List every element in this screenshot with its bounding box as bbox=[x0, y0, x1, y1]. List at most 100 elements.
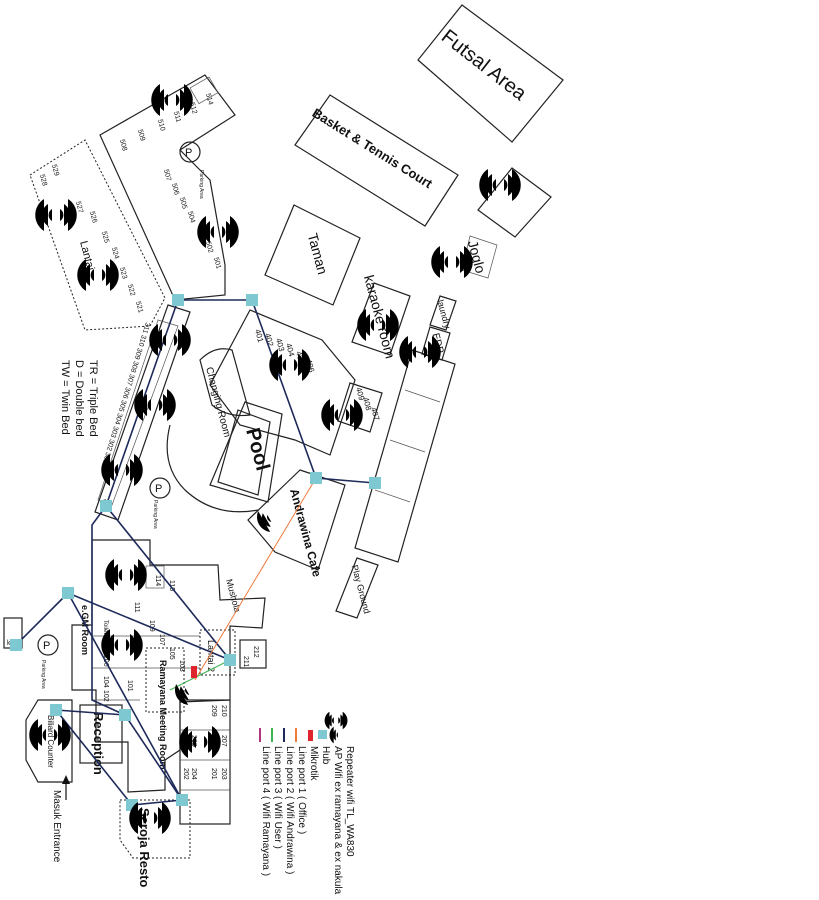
room-508: 508 bbox=[118, 139, 128, 152]
room-501: 501 bbox=[212, 257, 222, 270]
repeater-icon bbox=[179, 726, 221, 758]
room-403: 403 bbox=[274, 337, 286, 353]
hub-icon bbox=[100, 500, 112, 512]
room-526: 526 bbox=[88, 211, 98, 224]
room-510: 510 bbox=[156, 119, 166, 132]
room-522: 522 bbox=[126, 284, 136, 297]
hub-icon bbox=[246, 294, 258, 306]
block-407-409: 409 408 407 bbox=[337, 382, 383, 433]
room-521: 521 bbox=[134, 301, 144, 314]
legend-ap-label: AP Wifi ex ramayana & ex nakula bbox=[332, 746, 343, 895]
legend-hub: Hub bbox=[318, 730, 331, 765]
pool-area: Changing Room Pool bbox=[166, 348, 283, 513]
bed-legend: TW = Twin Bed D = Double bed TR = Triple… bbox=[59, 360, 99, 437]
room-111: 111 bbox=[133, 602, 140, 613]
legend-line1-label: Line port 1 ( Office ) bbox=[296, 746, 307, 834]
room-115: 115 bbox=[168, 580, 175, 591]
room-523: 523 bbox=[118, 267, 128, 280]
room-105: 105 bbox=[168, 648, 175, 660]
lantai2-label: Lantai 2 bbox=[206, 640, 216, 672]
room-103: 103 bbox=[178, 660, 185, 672]
parking-p-north: P bbox=[185, 147, 192, 159]
entrance-label: Masuk Entrance bbox=[51, 790, 62, 863]
futsal-area: Futsal Area bbox=[417, 4, 564, 143]
mushola-label: Mushola bbox=[224, 578, 242, 613]
reception-label: Reception bbox=[91, 712, 106, 775]
parking-marker-pool: P Parking Area bbox=[149, 477, 171, 529]
mikrotik-icon bbox=[308, 730, 313, 741]
block-200: Ramayana Meeting Room Lantai 2 212 211 2… bbox=[145, 629, 267, 825]
room-109: 109 bbox=[148, 620, 155, 632]
room-514: 514 bbox=[204, 93, 214, 106]
bed-legend-tr: TR = Triple Bed bbox=[87, 360, 99, 437]
room-529: 529 bbox=[50, 164, 60, 177]
parking-label-north: Parking Area bbox=[198, 170, 204, 199]
bed-legend-d: D = Double bed bbox=[73, 360, 85, 437]
room-207: 207 bbox=[220, 735, 227, 747]
room-408: 408 bbox=[361, 396, 373, 412]
toilet-label: Toilet bbox=[102, 620, 108, 634]
room-104: 104 bbox=[102, 676, 109, 688]
legend-line-port-3: Line port 3 ( Wifi User ) bbox=[271, 728, 283, 849]
repeater-icon bbox=[151, 84, 193, 116]
hub-icon bbox=[176, 794, 188, 806]
block-500-north: 514 512 511 510 509 508 507 506 505 504 … bbox=[99, 74, 236, 301]
entrance-marker[interactable]: Masuk Entrance bbox=[51, 775, 70, 863]
taman-area: Taman bbox=[264, 204, 361, 306]
parking-marker-south: P Parking Area bbox=[37, 634, 59, 689]
room-404: 404 bbox=[284, 342, 296, 358]
hub-icon bbox=[318, 730, 327, 739]
futsal-label: Futsal Area bbox=[437, 25, 531, 105]
legend-repeater-label: Repeater wifi TL_WA830 bbox=[344, 746, 355, 857]
room-507: 507 bbox=[162, 169, 172, 182]
rooms-311-301: 311 310 309 308 307 306 305 304 303 302 … bbox=[101, 321, 151, 464]
legend-mikrotik: Mikrotik bbox=[308, 730, 319, 781]
hub-icon bbox=[369, 477, 381, 489]
hub-icon bbox=[10, 639, 22, 651]
room-512: 512 bbox=[188, 102, 198, 115]
room-209: 209 bbox=[210, 705, 217, 717]
egm-label: e.GM Room bbox=[80, 605, 90, 655]
room-203: 203 bbox=[220, 768, 227, 780]
room-502: 502 bbox=[204, 241, 214, 254]
legend-mikrotik-label: Mikrotik bbox=[308, 746, 319, 781]
biliard-label: Biliard Counter bbox=[46, 715, 55, 768]
repeater-icon bbox=[77, 259, 119, 291]
room-527: 527 bbox=[74, 201, 84, 214]
repeater-icon bbox=[149, 324, 191, 356]
repeater-icon bbox=[321, 399, 363, 431]
hub-icon bbox=[310, 472, 322, 484]
repeater-icon bbox=[479, 169, 521, 201]
basket-tennis-court: Basket & Tennis Court bbox=[294, 94, 459, 227]
legend-line-port-2: Line port 2 ( Wifi Andrawina ) bbox=[283, 728, 295, 874]
parking-label-south: Parking Area bbox=[40, 660, 46, 689]
room-402: 402 bbox=[263, 332, 275, 348]
hub-icon bbox=[119, 709, 131, 721]
room-202: 202 bbox=[182, 768, 189, 780]
hub-icon bbox=[62, 587, 74, 599]
hub-icon bbox=[172, 294, 184, 306]
room-114: 114 bbox=[154, 575, 161, 586]
hubs bbox=[10, 294, 381, 811]
ap-wifi-icon bbox=[171, 681, 194, 708]
bed-legend-tw: TW = Twin Bed bbox=[59, 360, 71, 435]
legend-line-port-1: Line port 1 ( Office ) bbox=[295, 728, 307, 834]
repeater-icon bbox=[431, 246, 473, 278]
hub-icon bbox=[224, 654, 236, 666]
legend-line-port-4: Line port 4 ( Wifi Ramayana ) bbox=[259, 728, 271, 876]
room-511: 511 bbox=[172, 111, 182, 124]
repeater-icon bbox=[101, 629, 143, 661]
parking-marker-north: P Parking Area bbox=[179, 141, 204, 199]
repeater-icon bbox=[197, 216, 239, 248]
room-504: 504 bbox=[186, 211, 196, 224]
laundry-label: laundry bbox=[435, 299, 452, 331]
repeater-icon bbox=[35, 199, 77, 231]
changing-room-label: Changing Room bbox=[203, 366, 232, 439]
parking-p-south: P bbox=[43, 640, 50, 652]
room-505: 505 bbox=[178, 197, 188, 210]
legend-ap: AP Wifi ex ramayana & ex nakula bbox=[329, 726, 343, 895]
network-legend: Repeater wifi TL_WA830 AP Wifi ex ramaya… bbox=[259, 711, 355, 895]
playground: Play Ground bbox=[335, 557, 379, 619]
ramayana-label: Ramayana Meeting Room bbox=[158, 660, 168, 770]
